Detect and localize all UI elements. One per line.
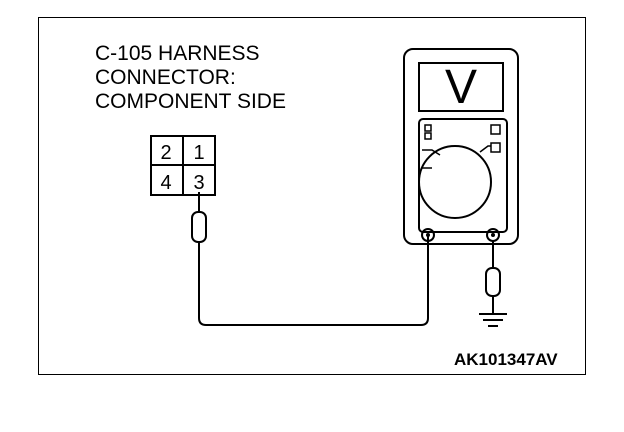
meter-pointer-line	[422, 149, 441, 156]
meter-switch-icon	[490, 142, 501, 153]
connector-pin-3: 3	[193, 172, 204, 194]
connector-title-line-3: COMPONENT SIDE	[95, 90, 286, 113]
connector-pin-2: 2	[160, 142, 171, 164]
meter-display	[418, 62, 504, 112]
meter-unit-label: V	[445, 61, 477, 114]
meter-switch-icon	[424, 132, 432, 140]
meter-terminal-negative	[421, 228, 435, 242]
meter-switch-icon	[490, 124, 501, 135]
connector-pin-4: 4	[160, 172, 171, 194]
meter-body	[403, 48, 519, 245]
ground-probe	[485, 241, 501, 314]
test-lead-wire	[198, 235, 429, 326]
voltmeter	[403, 48, 519, 245]
connector-pin-1: 1	[193, 142, 204, 164]
harness-connector	[150, 135, 216, 196]
ground-icon	[479, 313, 507, 327]
meter-face	[418, 118, 508, 233]
probe-connector-pin	[191, 192, 207, 250]
diagram-frame	[38, 17, 586, 375]
connector-title-line-2: CONNECTOR:	[95, 66, 236, 89]
connector-title-line-1: C-105 HARNESS	[95, 42, 260, 65]
figure-reference-code: AK101347AV	[454, 350, 558, 369]
meter-dial	[418, 145, 492, 219]
meter-switch-icon	[424, 124, 432, 132]
meter-pointer-line	[479, 145, 491, 153]
